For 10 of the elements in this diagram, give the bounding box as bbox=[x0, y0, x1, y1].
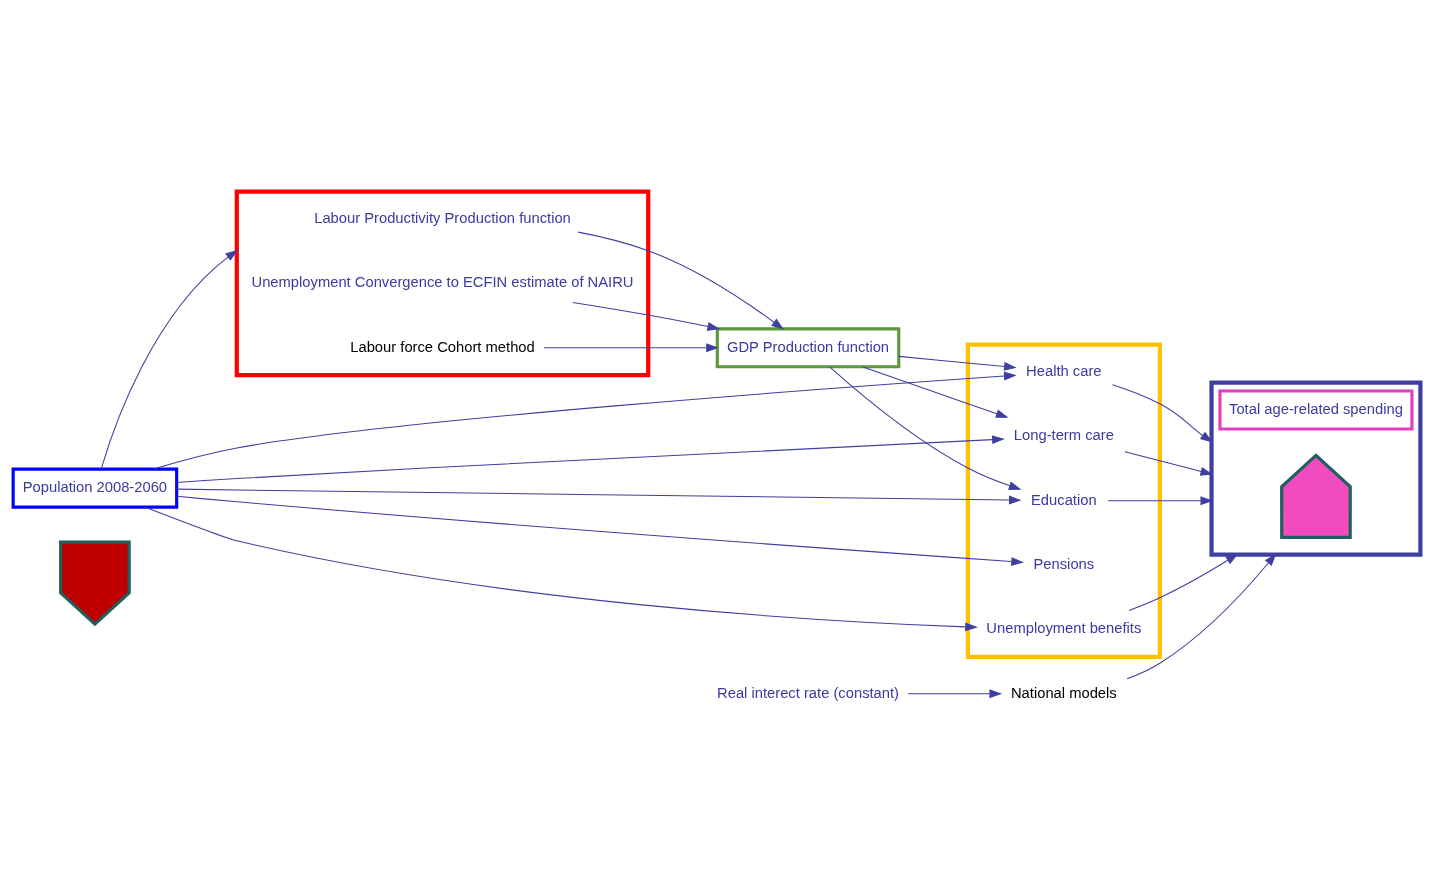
node-text: Unemployment Convergence to ECFIN estimate of NAIRU bbox=[251, 273, 634, 290]
node-text: National models bbox=[1010, 684, 1117, 701]
node-text: Pensions bbox=[1033, 555, 1095, 572]
node-text: Labour force Cohort method bbox=[350, 338, 535, 355]
node-text: Long-term care bbox=[1013, 426, 1114, 443]
node-text: Real interect rate (constant) bbox=[717, 684, 900, 701]
node-text: Labour Productivity Production function bbox=[314, 209, 571, 226]
node-text: Education bbox=[1031, 491, 1097, 508]
node-text: Health care bbox=[1026, 362, 1102, 379]
node-text: Unemployment benefits bbox=[986, 619, 1142, 636]
